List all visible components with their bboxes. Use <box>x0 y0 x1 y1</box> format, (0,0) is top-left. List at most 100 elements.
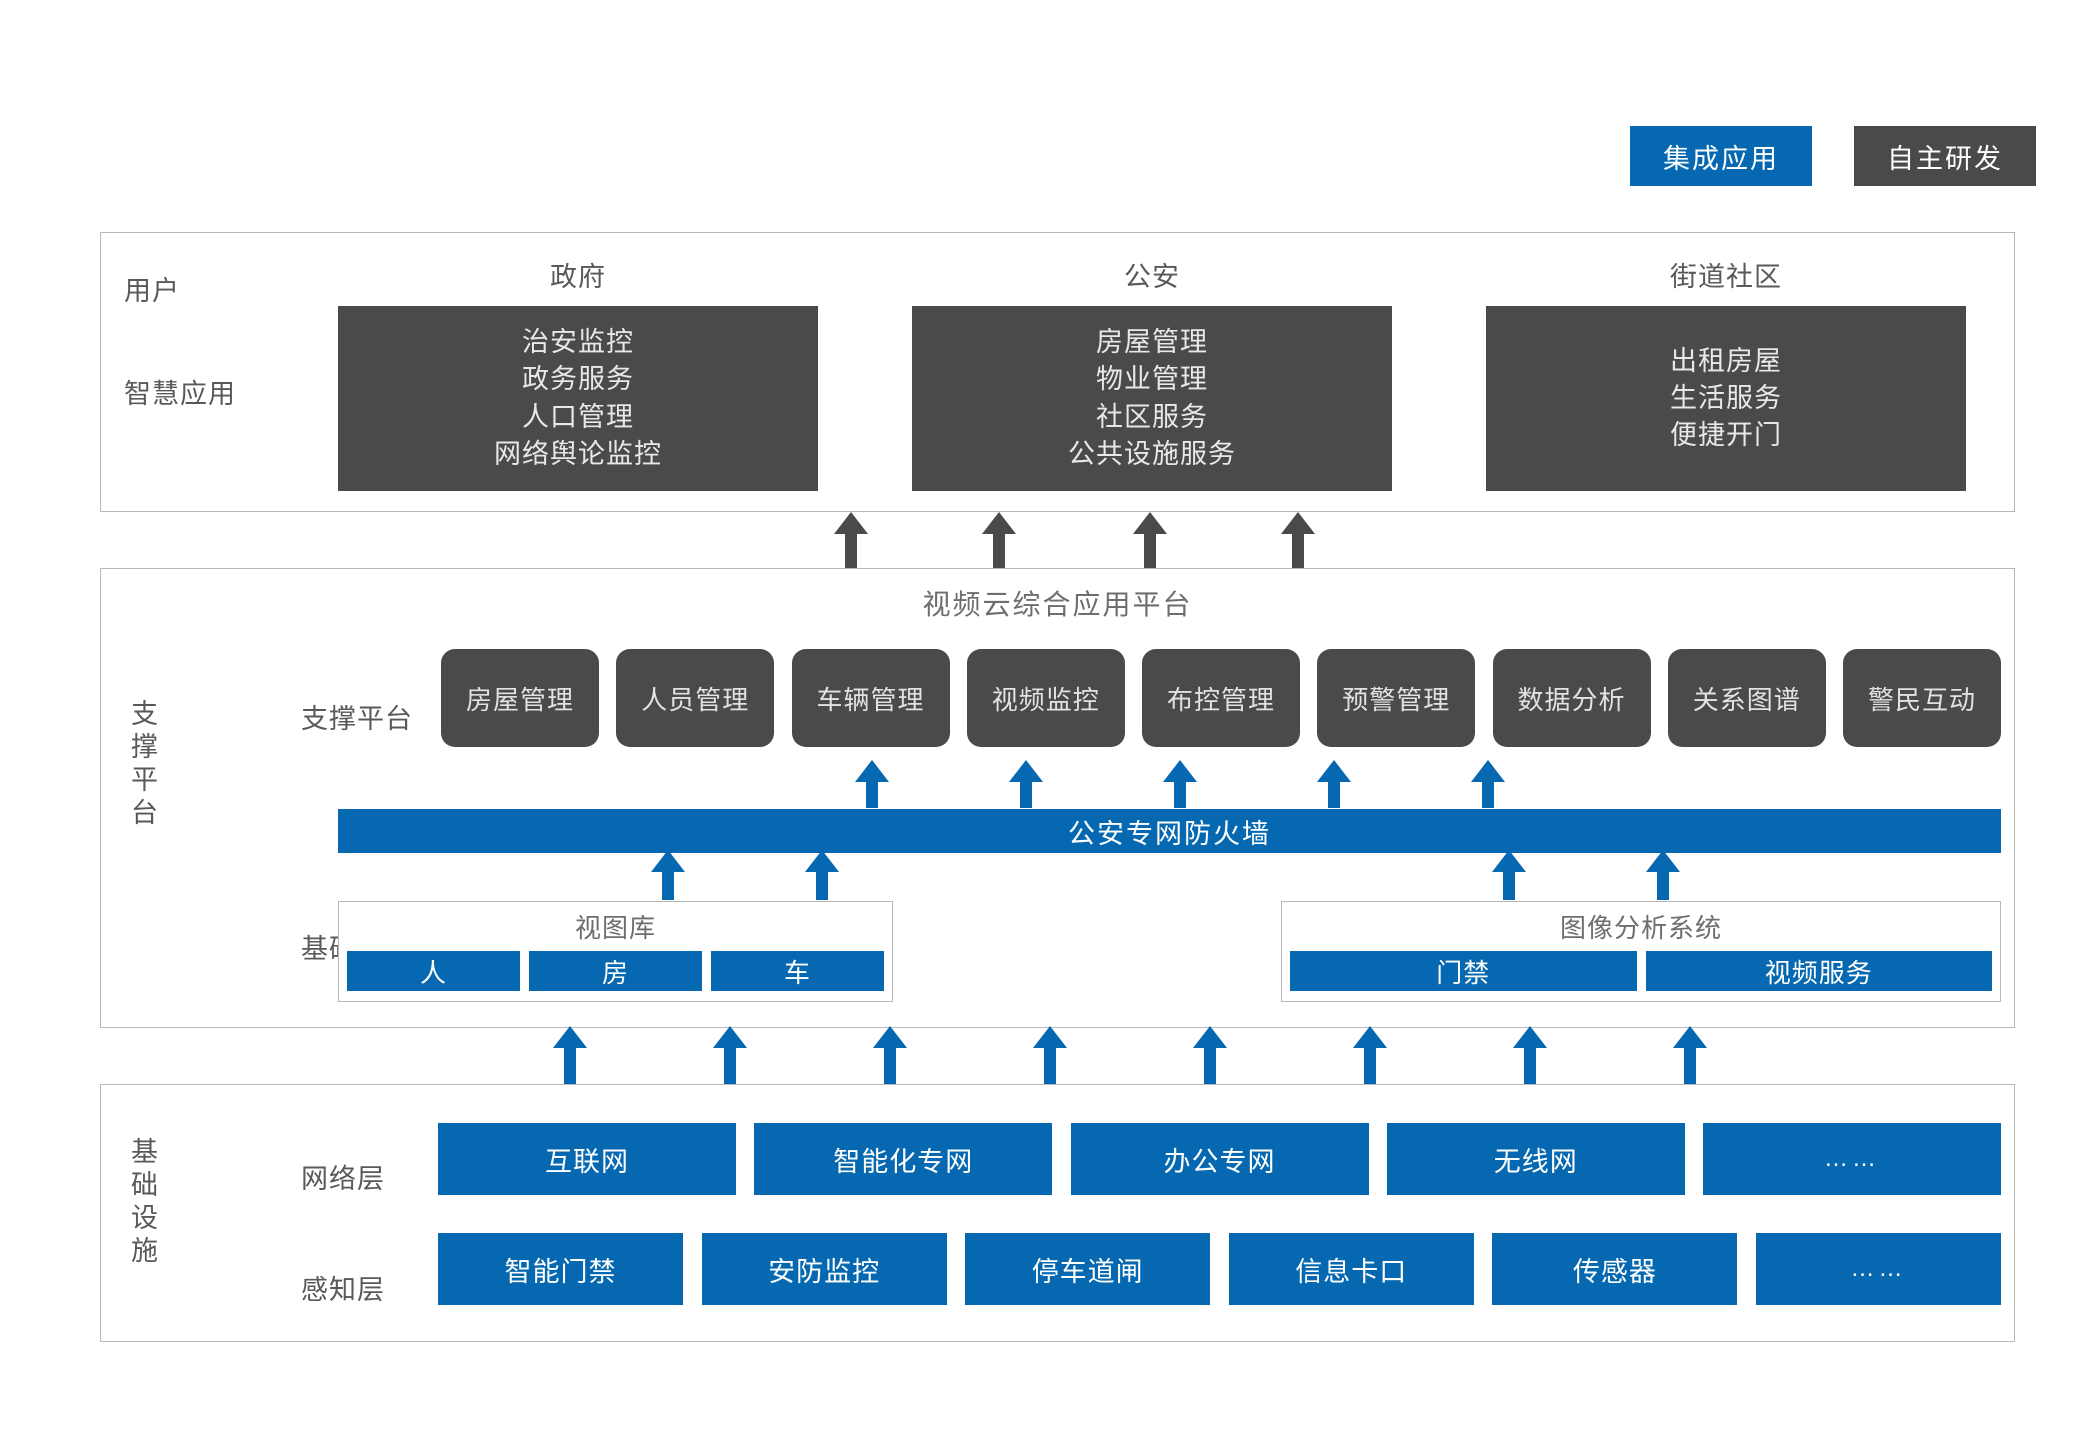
basic-item[interactable]: 人 <box>347 951 520 991</box>
basic-item[interactable]: 视频服务 <box>1645 951 1992 991</box>
flow-arrow-up-icon <box>1513 1026 1547 1084</box>
support-module-label: 人员管理 <box>641 684 750 715</box>
flow-arrow-up-icon <box>1317 760 1351 808</box>
sensing-item[interactable]: 传感器 <box>1492 1233 1738 1305</box>
sensing-item-label: 信息卡口 <box>1295 1256 1408 1287</box>
network-item-more[interactable]: …… <box>1703 1123 2001 1195</box>
sensing-item-label: …… <box>1850 1255 1907 1282</box>
application-column-public-security: 公安 房屋管理 物业管理 社区服务 公共设施服务 <box>912 255 1392 491</box>
label-user: 用户 <box>124 276 180 306</box>
sensing-item-label: 停车道闸 <box>1031 1256 1144 1287</box>
flow-arrow-up-icon <box>1353 1026 1387 1084</box>
application-item: 社区服务 <box>1096 401 1208 432</box>
label-support-platform: 支撑平台 <box>301 704 413 734</box>
network-item-label: 办公专网 <box>1163 1146 1276 1177</box>
network-layer-row: 互联网 智能化专网 办公专网 无线网 …… <box>438 1123 2001 1195</box>
column-title: 街道社区 <box>1670 262 1782 292</box>
network-item[interactable]: 无线网 <box>1386 1123 1685 1195</box>
firewall-label: 公安专网防火墙 <box>1068 818 1271 849</box>
application-column-street-community: 街道社区 出租房屋 生活服务 便捷开门 <box>1486 255 1966 491</box>
application-item: 生活服务 <box>1670 382 1782 413</box>
flow-arrow-up-icon <box>873 1026 907 1084</box>
support-module[interactable]: 布控管理 <box>1142 649 1300 747</box>
support-module-label: 视频监控 <box>991 684 1100 715</box>
flow-arrow-up-icon <box>1009 760 1043 808</box>
basic-item[interactable]: 门禁 <box>1290 951 1637 991</box>
support-module-label: 关系图谱 <box>1692 684 1801 715</box>
support-module[interactable]: 关系图谱 <box>1667 649 1826 747</box>
vertical-label-support-platform: 支撑平台 <box>127 699 157 831</box>
sensing-item-label: 传感器 <box>1572 1256 1657 1287</box>
flow-arrow-up-icon <box>713 1026 747 1084</box>
application-item: 便捷开门 <box>1670 420 1782 451</box>
application-item: 出租房屋 <box>1670 345 1782 376</box>
firewall-bar: 公安专网防火墙 <box>338 809 2001 853</box>
flow-arrow-up-icon <box>805 850 839 900</box>
support-module[interactable]: 人员管理 <box>616 649 775 747</box>
support-module[interactable]: 警民互动 <box>1843 649 2001 747</box>
network-item[interactable]: 智能化专网 <box>754 1123 1053 1195</box>
flow-arrow-up-icon <box>1471 760 1505 808</box>
group-title: 视图库 <box>574 913 656 943</box>
flow-arrow-up-icon <box>651 850 685 900</box>
support-module-label: 预警管理 <box>1342 684 1451 715</box>
basic-item[interactable]: 房 <box>529 951 702 991</box>
flow-arrow-up-icon <box>1163 760 1197 808</box>
group-title: 图像分析系统 <box>1559 913 1722 943</box>
sensing-item[interactable]: 智能门禁 <box>438 1233 683 1305</box>
application-item: 房屋管理 <box>1096 327 1208 357</box>
application-item: 人口管理 <box>522 401 634 432</box>
flow-arrow-up-icon <box>1646 850 1680 900</box>
applications-section: 用户 智慧应用 政府 治安监控 政务服务 人口管理 网络舆论监控 公安 房屋管理… <box>100 232 2015 512</box>
application-box: 治安监控 政务服务 人口管理 网络舆论监控 <box>338 306 818 491</box>
vertical-label-infrastructure: 基础设施 <box>127 1137 157 1269</box>
sensing-item[interactable]: 信息卡口 <box>1228 1233 1474 1305</box>
legend-item-self-developed: 自主研发 <box>1854 126 2036 186</box>
support-module-label: 布控管理 <box>1166 684 1275 715</box>
basic-platform-group-image-analysis: 图像分析系统 门禁 视频服务 <box>1281 901 2001 1002</box>
application-item: 政务服务 <box>522 364 634 395</box>
basic-item-label: 视频服务 <box>1764 957 1873 988</box>
network-item-label: 智能化专网 <box>833 1146 974 1177</box>
flow-arrow-up-icon <box>1492 850 1526 900</box>
network-item[interactable]: 互联网 <box>438 1123 736 1195</box>
flow-arrow-up-icon <box>982 512 1016 568</box>
platform-section: 视频云综合应用平台 支撑平台 支撑平台 基础平台 房屋管理 人员管理 车辆管理 … <box>100 568 2015 1028</box>
basic-item-label: 车 <box>783 957 811 988</box>
support-module[interactable]: 车辆管理 <box>791 649 950 747</box>
column-title: 政府 <box>550 262 606 292</box>
application-box: 出租房屋 生活服务 便捷开门 <box>1486 306 1966 491</box>
flow-arrow-up-icon <box>1281 512 1315 568</box>
support-module[interactable]: 数据分析 <box>1492 649 1651 747</box>
flow-arrow-up-icon <box>553 1026 587 1084</box>
support-module-label: 房屋管理 <box>465 684 574 715</box>
column-title: 公安 <box>1124 262 1180 292</box>
application-box: 房屋管理 物业管理 社区服务 公共设施服务 <box>912 306 1392 491</box>
sensing-layer-row: 智能门禁 安防监控 停车道闸 信息卡口 传感器 …… <box>438 1233 2001 1305</box>
basic-item[interactable]: 车 <box>711 951 884 991</box>
support-module[interactable]: 预警管理 <box>1317 649 1476 747</box>
flow-arrow-up-icon <box>855 760 889 808</box>
application-item: 物业管理 <box>1096 364 1208 395</box>
infrastructure-section: 基础设施 网络层 感知层 互联网 智能化专网 办公专网 无线网 …… 智能门禁 … <box>100 1084 2015 1342</box>
flow-arrow-up-icon <box>1133 512 1167 568</box>
sensing-item[interactable]: 停车道闸 <box>965 1233 1211 1305</box>
network-item-label: 互联网 <box>545 1146 629 1177</box>
flow-arrow-up-icon <box>1673 1026 1707 1084</box>
network-item[interactable]: 办公专网 <box>1070 1123 1369 1195</box>
platform-title: 视频云综合应用平台 <box>922 589 1193 620</box>
legend-item-integrated: 集成应用 <box>1630 126 1812 186</box>
basic-item-label: 房 <box>601 957 629 988</box>
sensing-item[interactable]: 安防监控 <box>701 1233 947 1305</box>
sensing-item-label: 智能门禁 <box>504 1256 617 1287</box>
legend: 集成应用 自主研发 <box>1630 126 2036 186</box>
application-item: 网络舆论监控 <box>494 438 662 469</box>
support-module[interactable]: 视频监控 <box>966 649 1125 747</box>
network-item-label: …… <box>1824 1145 1880 1172</box>
label-smart-application: 智慧应用 <box>124 379 236 409</box>
sensing-item-more[interactable]: …… <box>1755 1233 2001 1305</box>
support-module[interactable]: 房屋管理 <box>441 649 599 747</box>
legend-label: 集成应用 <box>1663 143 1779 174</box>
basic-item-label: 门禁 <box>1436 957 1491 988</box>
support-module-label: 警民互动 <box>1867 684 1976 715</box>
